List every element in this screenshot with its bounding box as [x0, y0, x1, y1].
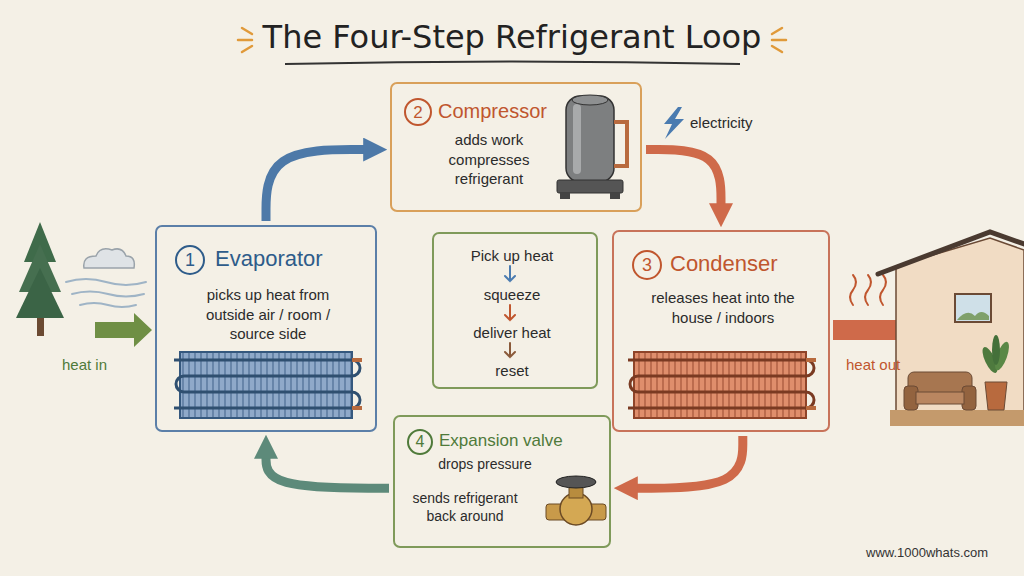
process-box: 4 Expansion valve drops pressure sends refr…	[393, 415, 611, 548]
compressor-illustration	[557, 180, 623, 193]
expansion-valve-illustration	[556, 476, 596, 488]
cloud-icon	[84, 249, 135, 268]
house-illustration	[955, 294, 991, 322]
wind-lines	[66, 279, 146, 307]
box-heading: Expansion valve	[439, 431, 563, 451]
cloud-icon	[84, 249, 135, 268]
box-text: releases heat into the house / indoors	[642, 288, 804, 327]
title-sparks	[772, 46, 782, 52]
step-number: 1	[175, 245, 205, 275]
compressor-illustration	[566, 96, 614, 182]
step-number: 2	[404, 98, 432, 126]
box-text: Pick up heat	[434, 246, 590, 266]
center-step-arrows	[505, 266, 515, 357]
compressor-illustration	[610, 193, 620, 199]
house-illustration	[957, 312, 989, 320]
house-illustration	[916, 392, 964, 404]
flow-label: heat out	[846, 356, 900, 373]
steam-lines	[850, 275, 856, 305]
box-heading: Evaporator	[215, 246, 323, 272]
condenser-coil	[806, 360, 816, 408]
diagram-title: The Four-Step Refrigerant Loop	[0, 18, 1024, 56]
power-label: electricity	[690, 114, 753, 131]
house-illustration	[878, 232, 1024, 426]
title-sparks	[772, 28, 782, 34]
title-underline	[285, 62, 740, 65]
title-sparks	[242, 46, 252, 52]
flow-arrow	[266, 150, 368, 221]
step-number: 3	[632, 250, 662, 280]
wind-lines	[66, 279, 146, 285]
process-box: 3 Condenser releases heat into the house /…	[612, 230, 830, 432]
lightning-icon	[664, 107, 684, 139]
title-sparks	[772, 39, 786, 42]
condenser-coil	[628, 352, 816, 418]
box-heading: Condenser	[670, 251, 778, 277]
flow-arrow	[646, 150, 721, 208]
watermark: www.1000whats.com	[866, 545, 988, 560]
flow-label: heat in	[62, 356, 107, 373]
box-text: squeeze	[434, 285, 590, 305]
house-illustration	[896, 238, 1024, 425]
compressor-illustration	[572, 95, 608, 105]
steam-lines	[850, 275, 886, 305]
flow-arrow	[633, 436, 743, 488]
house-illustration	[992, 335, 1000, 365]
tree-icon	[16, 268, 64, 318]
wind-lines	[80, 303, 136, 307]
box-text: picks up heat from outside air / room / …	[193, 285, 343, 344]
compressor-illustration	[614, 122, 627, 166]
evaporator-coil	[352, 360, 362, 408]
house-illustration	[890, 410, 1024, 426]
compressor-illustration	[557, 95, 627, 199]
center-step-arrows	[505, 266, 515, 281]
heat-in-arrow	[95, 313, 152, 347]
title-underline	[285, 62, 740, 65]
box-text: deliver heat	[434, 323, 590, 343]
title-sparks	[238, 39, 252, 42]
evaporator-coil	[174, 360, 360, 408]
steam-lines	[865, 275, 871, 305]
wind-lines	[72, 292, 144, 297]
process-box: 2Compressor adds work compresses refriger…	[390, 82, 642, 212]
summary-box: Pick up heat squeeze deliver heat reset	[432, 232, 598, 389]
condenser-coil	[628, 360, 814, 408]
center-step-arrows	[505, 343, 515, 357]
title-sparks	[242, 28, 252, 34]
tree-icon	[16, 222, 64, 336]
lightning-icon	[664, 107, 684, 139]
evaporator-coil	[174, 352, 362, 418]
expansion-valve-illustration	[546, 476, 606, 525]
compressor-illustration	[573, 104, 581, 174]
box-text: drops pressure	[415, 455, 555, 473]
process-box: 1 Evaporator picks up heat from outside ai…	[155, 225, 377, 432]
house-illustration	[985, 382, 1007, 410]
step-number: 4	[407, 429, 433, 455]
box-heading: Compressor	[438, 99, 547, 123]
heat-in-arrow	[95, 313, 152, 347]
house-illustration	[878, 232, 1024, 274]
compressor-illustration	[560, 193, 570, 199]
box-text: reset	[434, 361, 590, 381]
box-text: adds work compresses refrigerant	[430, 130, 548, 189]
center-step-arrows	[505, 305, 515, 320]
steam-lines	[880, 275, 886, 305]
flow-arrow	[266, 454, 389, 488]
box-text: sends refrigerant back around	[405, 489, 525, 525]
